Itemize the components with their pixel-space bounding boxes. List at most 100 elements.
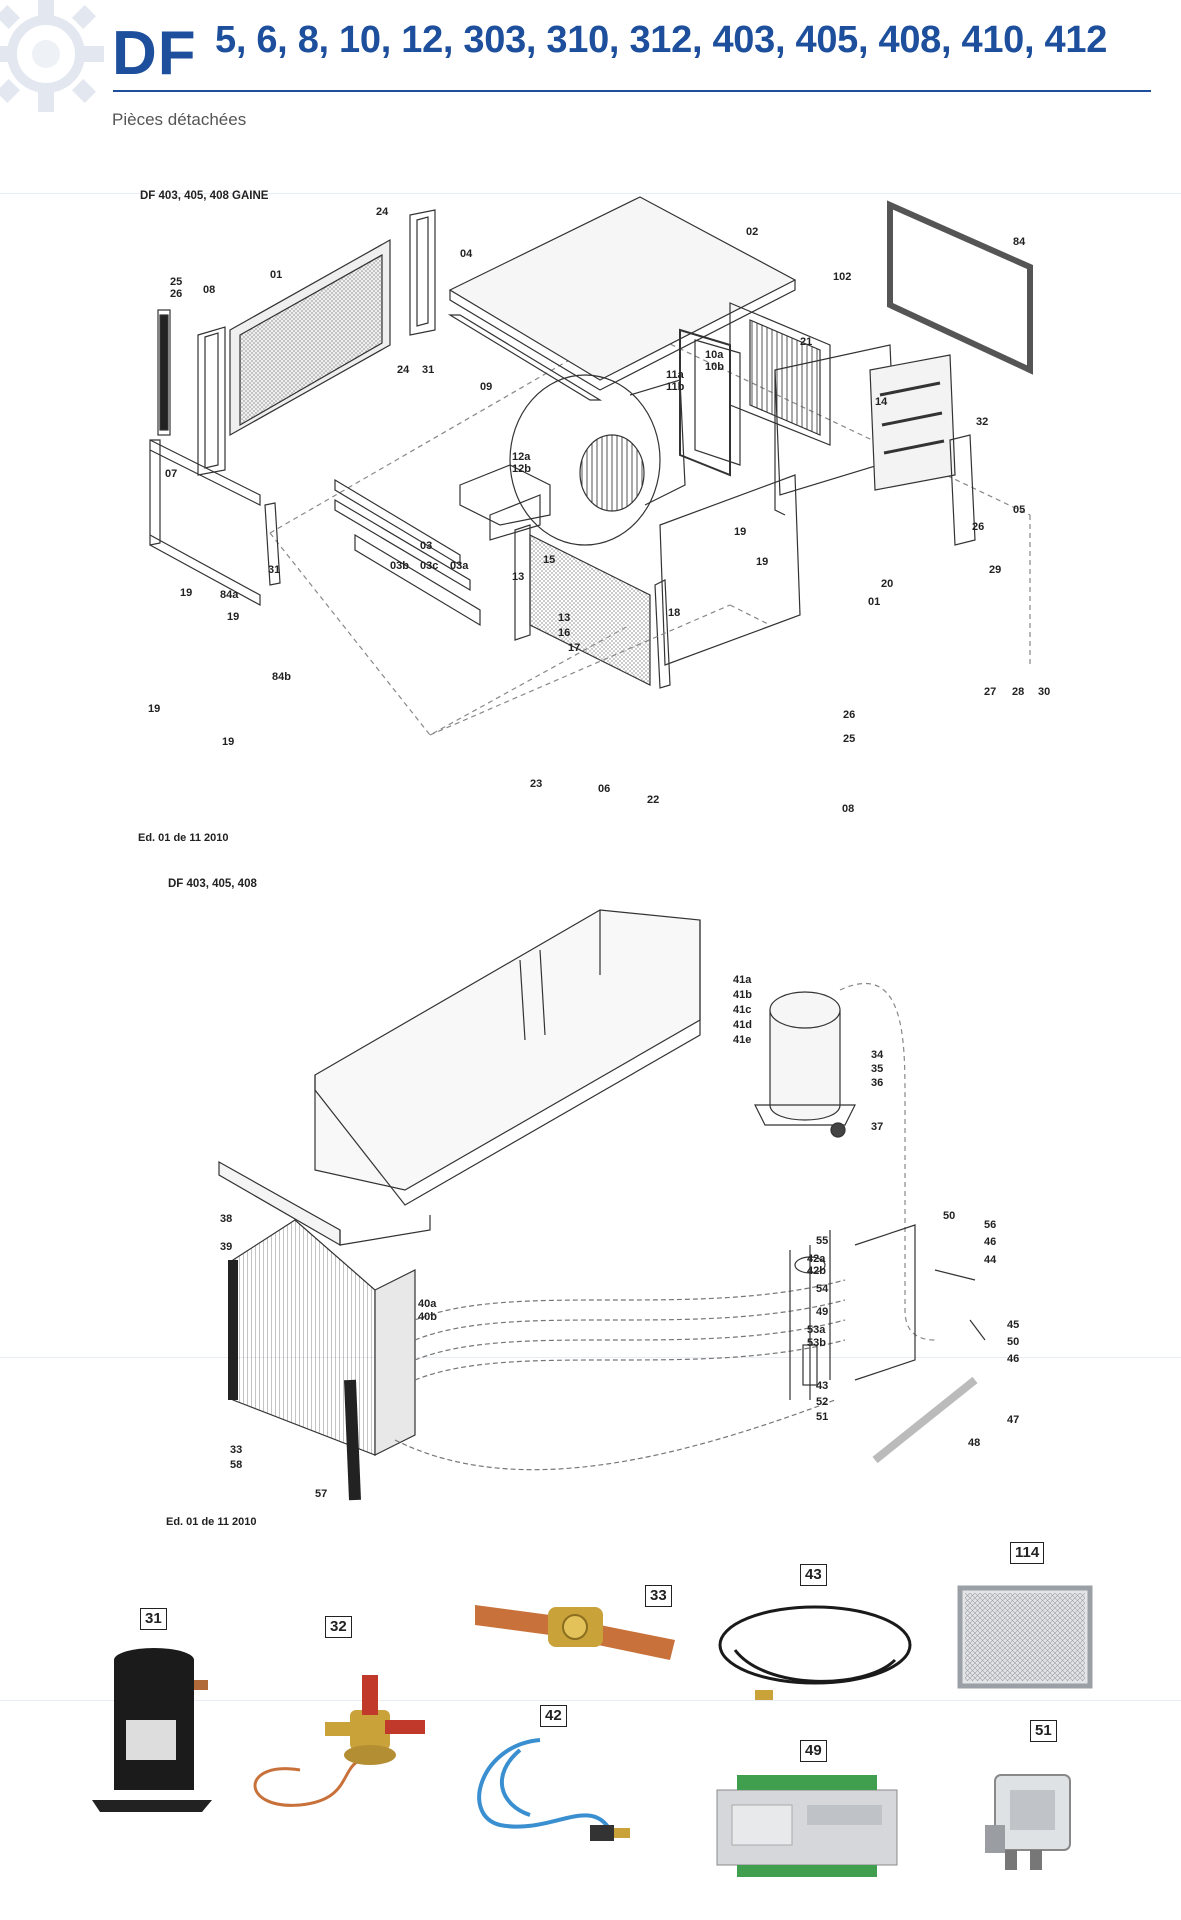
model-list: 5, 6, 8, 10, 12, 303, 310, 312, 403, 405… [215, 19, 1108, 61]
callout: 36 [871, 1077, 883, 1089]
brand-title: DF [112, 19, 197, 88]
callout: 25 [170, 276, 182, 288]
callout: 102 [833, 271, 851, 283]
callout: 30 [1038, 686, 1050, 698]
callout: 47 [1007, 1414, 1019, 1426]
callout: 50 [1007, 1336, 1019, 1348]
callout: 37 [871, 1121, 883, 1133]
callout: 03a [450, 560, 469, 572]
diagram1-title: DF 403, 405, 408 GAINE [140, 190, 269, 202]
callout: 08 [203, 284, 215, 296]
callout: 39 [220, 1241, 232, 1253]
callout: 55 [816, 1235, 828, 1247]
callout: 24 [397, 364, 410, 376]
callout: 24 [376, 206, 389, 218]
scan-line [0, 193, 1181, 194]
callout: 48 [968, 1437, 980, 1449]
callout: 42b [807, 1265, 826, 1277]
callout: 18 [668, 607, 680, 619]
callout: 31 [422, 364, 434, 376]
part-label-31: 31 [140, 1608, 167, 1630]
callout: 06 [598, 783, 610, 795]
sight-glass-photo [475, 1605, 675, 1660]
callout: 19 [227, 611, 239, 623]
callout: 44 [984, 1254, 997, 1266]
part-label-114: 114 [1010, 1542, 1045, 1564]
callout: 56 [984, 1219, 996, 1231]
temperature-sensor-photo [718, 1605, 912, 1700]
callout: 84 [1013, 236, 1026, 248]
callout: 50 [943, 1210, 955, 1222]
callout: 04 [460, 248, 473, 260]
callout: 05 [1013, 504, 1025, 516]
callout: 54 [816, 1283, 829, 1295]
part-label-43: 43 [800, 1564, 827, 1586]
part-label-32: 32 [325, 1616, 352, 1638]
expansion-valve-photo [253, 1675, 425, 1807]
diagram1-edition: Ed. 01 de 11 2010 [138, 832, 229, 844]
callout: 43 [816, 1380, 828, 1392]
callout: 15 [543, 554, 555, 566]
callout: 45 [1007, 1319, 1019, 1331]
callout: 07 [165, 468, 177, 480]
callout: 19 [222, 736, 234, 748]
callout: 51 [816, 1411, 828, 1423]
callout: 19 [148, 703, 160, 715]
callout: 42a [807, 1253, 826, 1265]
callout: 19 [734, 526, 746, 538]
callout: 10a [705, 349, 724, 361]
callout: 03b [390, 560, 409, 572]
callout: 84b [272, 671, 291, 683]
callout: 16 [558, 627, 570, 639]
callout: 26 [170, 288, 182, 300]
compressor-label: 41a [733, 974, 752, 986]
compressor-label: 41d [733, 1019, 752, 1031]
callout: 29 [989, 564, 1001, 576]
callout: 58 [230, 1459, 242, 1471]
callout: 27 [984, 686, 996, 698]
callout: 38 [220, 1213, 232, 1225]
callout: 52 [816, 1396, 828, 1408]
gear-logo-icon [0, 0, 104, 112]
callout: 03 [420, 540, 432, 552]
callout: 01 [270, 269, 282, 281]
callout: 12b [512, 463, 531, 475]
callout: 01 [868, 596, 880, 608]
callout: 46 [1007, 1353, 1019, 1365]
callout: 28 [1012, 686, 1024, 698]
callout: 08 [842, 803, 854, 815]
callout: 03c [420, 560, 438, 572]
callout: 32 [976, 416, 988, 428]
diagram1-exploded-view: 24 04 02 84 102 25 26 08 01 24 31 09 21 … [148, 196, 1050, 815]
callout: 34 [871, 1049, 884, 1061]
callout: 19 [756, 556, 768, 568]
header-rule [113, 90, 1151, 92]
callout: 09 [480, 381, 492, 393]
callout: 31 [268, 564, 280, 576]
callout: 20 [881, 578, 893, 590]
diagram2-edition: Ed. 01 de 11 2010 [166, 1516, 257, 1528]
callout: 40b [418, 1311, 437, 1323]
compressor-label: 41e [733, 1034, 751, 1046]
callout: 46 [984, 1236, 996, 1248]
callout: 23 [530, 778, 542, 790]
part-label-51: 51 [1030, 1720, 1057, 1742]
callout: 53b [807, 1337, 826, 1349]
callout: 53a [807, 1324, 826, 1336]
callout: 22 [647, 794, 659, 806]
callout: 57 [315, 1488, 327, 1500]
part-label-49: 49 [800, 1740, 827, 1762]
page-subtitle: Pièces détachées [112, 110, 247, 129]
callout: 33 [230, 1444, 242, 1456]
callout: 14 [875, 396, 888, 408]
callout: 11a [666, 369, 685, 381]
scan-line [0, 1357, 1181, 1358]
diagram2-refrigeration-circuit: 41a 41b 41c 41d 41e 34 35 36 37 38 39 40… [218, 909, 1019, 1501]
callout: 12a [512, 451, 531, 463]
callout: 26 [972, 521, 984, 533]
compressor-label: 41b [733, 989, 752, 1001]
callout: 25 [843, 733, 855, 745]
callout: 02 [746, 226, 758, 238]
scan-line [0, 1700, 1181, 1701]
callout: 49 [816, 1306, 828, 1318]
